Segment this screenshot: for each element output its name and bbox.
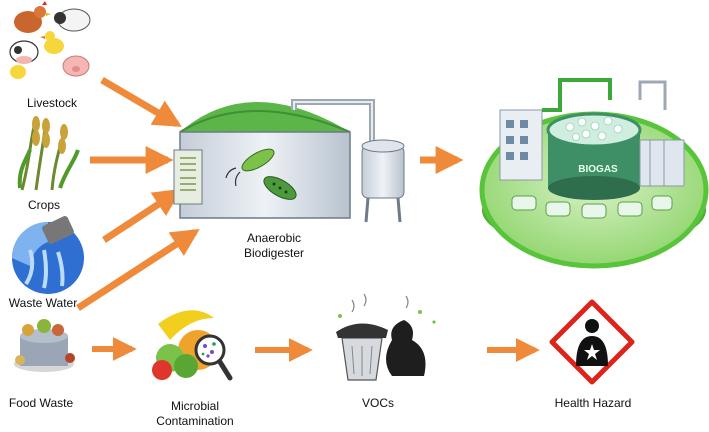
crops-label: Crops <box>27 198 61 212</box>
biogas-plant-icon: BIOGAS <box>479 78 709 269</box>
microbial-label-line2: Contamination <box>156 414 234 428</box>
vocs-trash-icon <box>336 293 436 381</box>
crops-icon <box>17 116 80 191</box>
digester-label-line2: Biodigester <box>243 246 305 260</box>
arrow-waste-water-to-digester <box>102 188 182 243</box>
livestock-icon <box>9 1 91 79</box>
livestock-label: Livestock <box>26 96 78 110</box>
health-hazard-label: Health Hazard <box>554 396 632 410</box>
microbial-contamination-icon <box>152 310 233 381</box>
digester-label: Anaerobic Biodigester <box>244 231 304 261</box>
biodigester-icon <box>173 99 405 223</box>
waste-water-label: Waste Water <box>8 296 78 310</box>
digester-label-line1: Anaerobic <box>246 231 302 245</box>
microbial-label-line1: Microbial <box>170 399 220 413</box>
food-waste-icon <box>14 319 75 372</box>
arrow-livestock-to-digester <box>100 76 182 128</box>
health-hazard-icon <box>549 299 635 385</box>
biogas-tank-label: BIOGAS <box>578 164 618 175</box>
waste-water-icon <box>12 216 84 294</box>
arrow-food-waste-to-digester <box>76 228 200 311</box>
vocs-label: VOCs <box>361 396 395 410</box>
microbial-label: Microbial Contamination <box>156 399 233 429</box>
food-waste-label: Food Waste <box>8 396 74 410</box>
